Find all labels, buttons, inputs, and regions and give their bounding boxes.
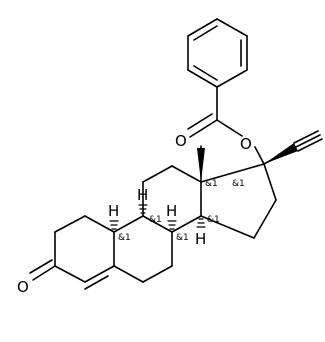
ethynyl-wedge xyxy=(264,143,298,164)
h10-hash xyxy=(109,220,119,230)
h9-hash xyxy=(138,204,148,214)
h10-label: H xyxy=(108,202,119,220)
h8-hash xyxy=(167,220,177,230)
stereo-bonds xyxy=(109,143,298,230)
carbonyl-oxygen-label: O xyxy=(175,132,187,150)
ester-group xyxy=(187,86,265,165)
c13-stereo-label: &1 xyxy=(205,179,218,189)
c9-stereo-label: &1 xyxy=(149,215,162,225)
methyl-wedge xyxy=(197,148,205,182)
c8-stereo-label: &1 xyxy=(176,233,189,243)
atom-labels: O O O H H H H xyxy=(17,132,252,296)
h14-label: H xyxy=(195,230,206,248)
c17-stereo-label: &1 xyxy=(232,179,245,189)
h9-label: H xyxy=(137,186,148,204)
phenyl-ring xyxy=(187,18,248,88)
h14-hash xyxy=(196,218,206,228)
ester-oxygen-label: O xyxy=(240,135,252,153)
c14-stereo-label: &1 xyxy=(207,215,220,225)
ketone-oxygen-label: O xyxy=(17,278,29,296)
h8-label: H xyxy=(166,202,177,220)
c10-stereo-label: &1 xyxy=(118,233,131,243)
steroid-skeleton xyxy=(29,145,277,290)
stereo-descriptors: &1 &1 &1 &1 &1 &1 xyxy=(118,179,245,243)
